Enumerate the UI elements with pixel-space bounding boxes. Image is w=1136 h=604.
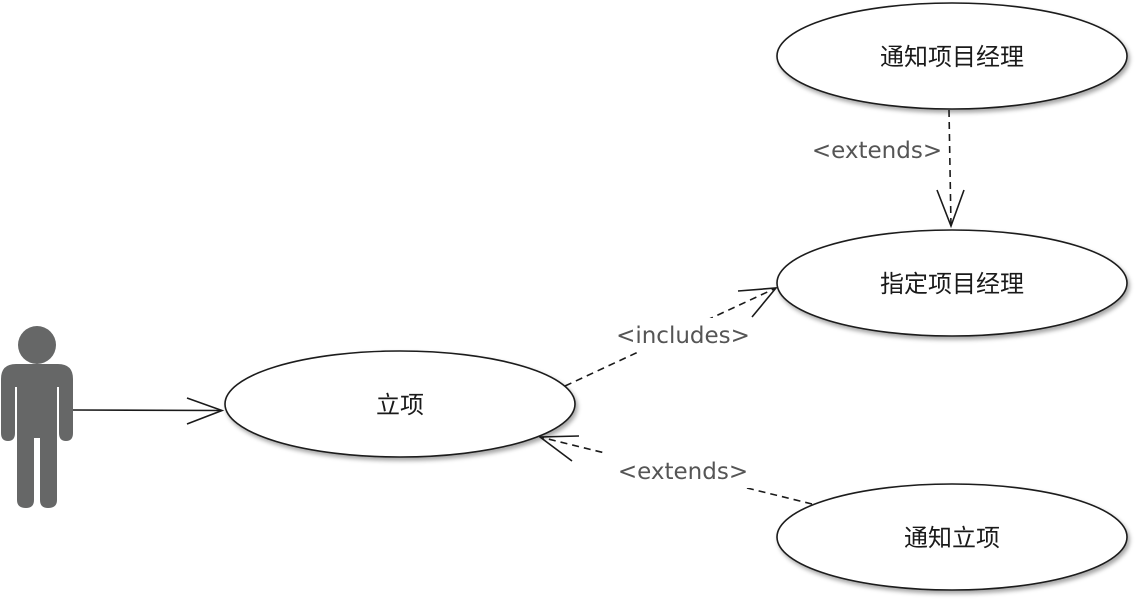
relation-includes-label: <includes>: [616, 323, 750, 349]
usecase-notify-establish[interactable]: 通知立项: [776, 483, 1128, 591]
actor-person-icon: [1, 326, 73, 508]
usecase-notify-pm-label: 通知项目经理: [880, 43, 1024, 71]
usecase-notify-pm[interactable]: 通知项目经理: [776, 2, 1128, 110]
relation-includes-assign-pm: <includes>: [564, 287, 778, 387]
relation-extends-notify-establish: <extends>: [537, 435, 813, 505]
actor-head: [18, 326, 56, 364]
actor-body: [1, 364, 73, 508]
usecase-notify-establish-label: 通知立项: [904, 524, 1000, 552]
association-actor-to-establish: [72, 397, 225, 425]
usecase-assign-pm-label: 指定项目经理: [880, 270, 1024, 298]
relation-extends-notify-pm-label: <extends>: [812, 138, 942, 164]
usecase-establish-project-label: 立项: [376, 391, 424, 419]
usecase-assign-pm[interactable]: 指定项目经理: [776, 229, 1128, 337]
usecase-establish-project[interactable]: 立项: [224, 350, 576, 458]
relation-extends-notify-pm: <extends>: [812, 109, 965, 229]
relation-extends-notify-establish-label: <extends>: [618, 459, 748, 485]
